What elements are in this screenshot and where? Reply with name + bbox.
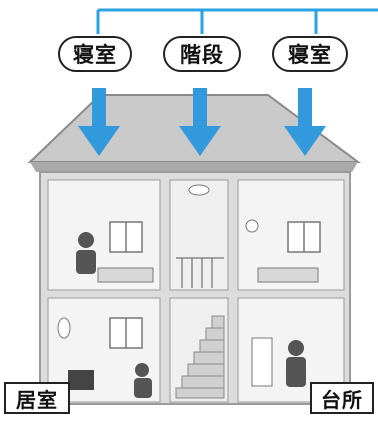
smoke-detector: [188, 184, 210, 196]
television: [68, 370, 94, 390]
bed-left: [97, 267, 154, 283]
roof-eave: [30, 162, 358, 172]
wall-clock: [57, 317, 71, 339]
stair-railing: [176, 257, 224, 288]
label-kitchen: 台所: [310, 382, 374, 414]
room-stair-upper: [169, 179, 229, 291]
label-bedroom-left: 寝室: [58, 36, 132, 72]
staircase: [175, 315, 225, 399]
person-cooking: [286, 340, 306, 387]
arrow-middle: [179, 88, 221, 156]
refrigerator: [251, 337, 273, 387]
arrows: [78, 88, 326, 156]
label-living-room: 居室: [4, 382, 70, 414]
person-reading: [76, 232, 96, 274]
bed-right: [257, 267, 319, 283]
label-stairs: 階段: [163, 36, 241, 72]
lamp: [245, 219, 259, 233]
arrow-left: [78, 88, 120, 156]
arrow-right: [284, 88, 326, 156]
person-sitting: [134, 363, 152, 398]
label-bedroom-right: 寝室: [272, 36, 348, 72]
connector-lines: [96, 8, 378, 34]
